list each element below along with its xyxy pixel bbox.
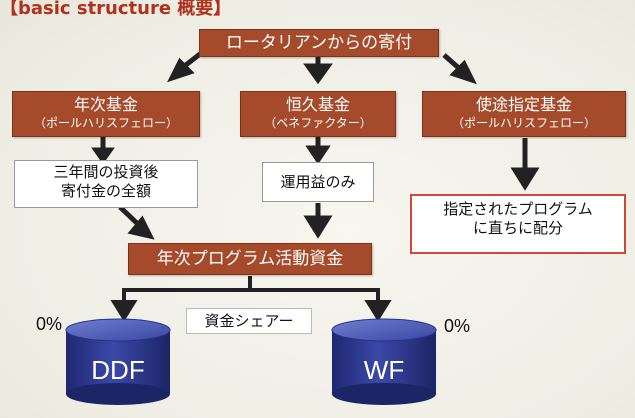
endowment-fund-box: 恒久基金 （ベネファクター） xyxy=(240,91,396,137)
arrow-top-to-directed xyxy=(442,53,477,85)
share-label-box: 資金シェアー xyxy=(186,308,312,334)
ddf-label: DDF xyxy=(91,355,145,385)
annual-fund-sub: （ポールハリスフェロー） xyxy=(33,116,178,130)
ddf-percent: 0% xyxy=(36,314,63,334)
annual-note-line2: 寄付金の全額 xyxy=(60,182,151,200)
arrow-top-to-endowment xyxy=(303,56,333,85)
directed-fund-title: 使途指定基金 xyxy=(475,95,572,114)
endowment-note-box: 運用益のみ xyxy=(262,162,374,202)
arrow-annual-note-to-program xyxy=(118,205,155,240)
directed-note-line1: 指定されたプログラム xyxy=(443,200,593,218)
arrow-top-to-annual xyxy=(167,52,202,83)
ddf-cylinder xyxy=(65,318,171,405)
arrow-endowment-note-to-program xyxy=(303,203,333,239)
annual-fund-box: 年次基金 （ポールハリスフェロー） xyxy=(12,91,200,137)
endowment-note-text: 運用益のみ xyxy=(280,173,356,191)
share-label-text: 資金シェアー xyxy=(204,312,294,330)
annual-note-line1: 三年間の投資後 xyxy=(53,163,159,181)
directed-fund-box: 使途指定基金 （ポールハリスフェロー） xyxy=(422,91,626,137)
arrow-directed-to-note xyxy=(510,138,540,191)
directed-fund-sub: （ポールハリスフェロー） xyxy=(451,116,596,130)
wf-cylinder xyxy=(331,318,437,405)
wf-label: WF xyxy=(363,355,405,385)
annual-note-box: 三年間の投資後 寄付金の全額 xyxy=(14,160,198,208)
directed-note-line2: に直ちに配分 xyxy=(472,219,563,237)
endowment-fund-sub: （ベネファクター） xyxy=(264,116,372,130)
donation-box: ロータリアンからの寄付 xyxy=(199,29,439,57)
annual-fund-title: 年次基金 xyxy=(73,95,138,114)
donation-label: ロータリアンからの寄付 xyxy=(225,33,413,53)
program-fund-box: 年次プログラム活動資金 xyxy=(128,243,372,275)
endowment-fund-title: 恒久基金 xyxy=(285,95,350,114)
arrow-annual-to-note xyxy=(91,137,115,165)
program-fund-label: 年次プログラム活動資金 xyxy=(156,249,344,269)
diagram-header: 【basic structure 概要】 xyxy=(0,0,232,19)
directed-note-box: 指定されたプログラム に直ちに配分 xyxy=(410,194,626,254)
arrow-endowment-to-note xyxy=(305,137,331,165)
wf-percent: 0% xyxy=(444,316,471,336)
arrow-program-split xyxy=(110,276,392,322)
